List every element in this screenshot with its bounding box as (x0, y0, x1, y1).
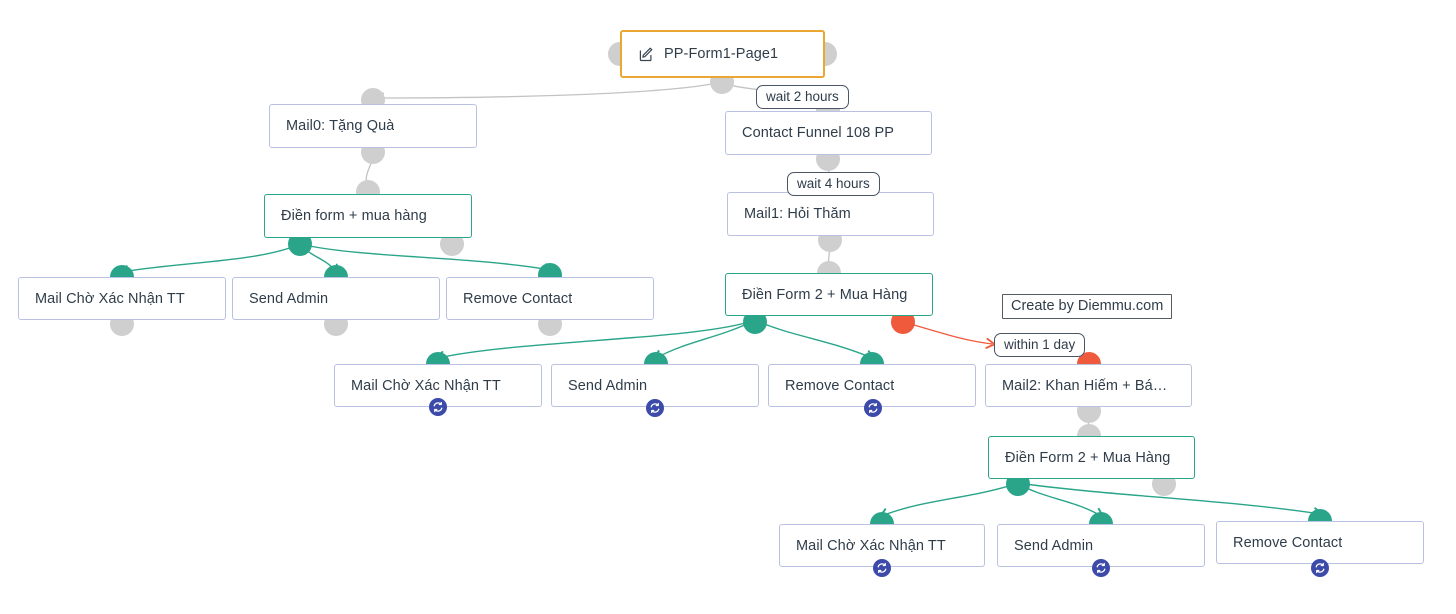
node-remove-contact-1[interactable]: Remove Contact (446, 277, 654, 320)
edge-dienform2a-to-removecontact2 (754, 319, 877, 362)
node-dien-form-mua-hang[interactable]: Điền form + mua hàng (264, 194, 472, 238)
edge-root-to-mail0 (373, 81, 723, 104)
node-label: Send Admin (249, 290, 329, 307)
node-send-admin-3[interactable]: Send Admin (997, 524, 1205, 567)
node-label: Mail Chờ Xác Nhận TT (351, 377, 501, 394)
node-label: Điền form + mua hàng (281, 208, 427, 224)
edge-dienform-to-mailcho1 (117, 243, 301, 277)
refresh-icon[interactable] (1092, 559, 1110, 577)
node-label: Contact Funnel 108 PP (742, 125, 895, 141)
node-label: PP-Form1-Page1 (664, 46, 779, 62)
node-label: Điền Form 2 + Mua Hàng (1005, 449, 1171, 466)
edge-dienform2b-to-sendadmin3 (1017, 482, 1106, 519)
node-label: Mail Chờ Xác Nhận TT (35, 290, 185, 307)
refresh-icon[interactable] (873, 559, 891, 577)
node-send-admin-1[interactable]: Send Admin (232, 277, 440, 320)
edit-icon (638, 46, 654, 62)
node-mail2-khan-hiem[interactable]: Mail2: Khan Hiếm + Bán H... (985, 364, 1192, 407)
node-mail0-tang-qua[interactable]: Mail0: Tặng Quà (269, 104, 477, 148)
node-label: Remove Contact (1233, 534, 1343, 551)
node-label: Mail2: Khan Hiếm + Bán H... (1002, 377, 1175, 394)
edge-label-within-1-day[interactable]: within 1 day (994, 333, 1086, 357)
node-label: Mail Chờ Xác Nhận TT (796, 537, 946, 554)
edge-dienform2b-to-mailcho3 (877, 482, 1019, 520)
node-label: Mail0: Tặng Quà (286, 118, 395, 134)
refresh-icon[interactable] (864, 399, 882, 417)
node-label: Send Admin (1014, 537, 1094, 554)
node-label: Điền Form 2 + Mua Hàng (742, 286, 908, 303)
edge-dienform2a-to-mailcho2 (433, 319, 756, 363)
node-dien-form-2-mua-hang-a[interactable]: Điền Form 2 + Mua Hàng (725, 273, 933, 316)
node-mail1-hoi-tham[interactable]: Mail1: Hỏi Thăm (727, 192, 934, 236)
edge-label-wait-2-hours[interactable]: wait 2 hours (756, 85, 849, 109)
edge-dienform2a-to-sendadmin2 (651, 319, 756, 361)
watermark-label: Create by Diemmu.com (1002, 294, 1173, 319)
node-remove-contact-3[interactable]: Remove Contact (1216, 521, 1424, 564)
node-pp-form1-page1[interactable]: PP-Form1-Page1 (620, 30, 825, 78)
node-contact-funnel-108[interactable]: Contact Funnel 108 PP (725, 111, 932, 155)
edge-label-wait-4-hours[interactable]: wait 4 hours (787, 172, 880, 196)
node-mail-cho-xac-nhan-tt-1[interactable]: Mail Chờ Xác Nhận TT (18, 277, 226, 320)
refresh-icon[interactable] (1311, 559, 1329, 577)
refresh-icon[interactable] (429, 398, 447, 416)
node-label: Remove Contact (785, 377, 895, 394)
node-label: Send Admin (568, 377, 648, 394)
edge-dienform2a-to-mail2 (902, 321, 997, 349)
node-dien-form-2-mua-hang-b[interactable]: Điền Form 2 + Mua Hàng (988, 436, 1195, 479)
refresh-icon[interactable] (646, 399, 664, 417)
node-label: Mail1: Hỏi Thăm (744, 206, 851, 222)
node-label: Remove Contact (463, 290, 573, 307)
